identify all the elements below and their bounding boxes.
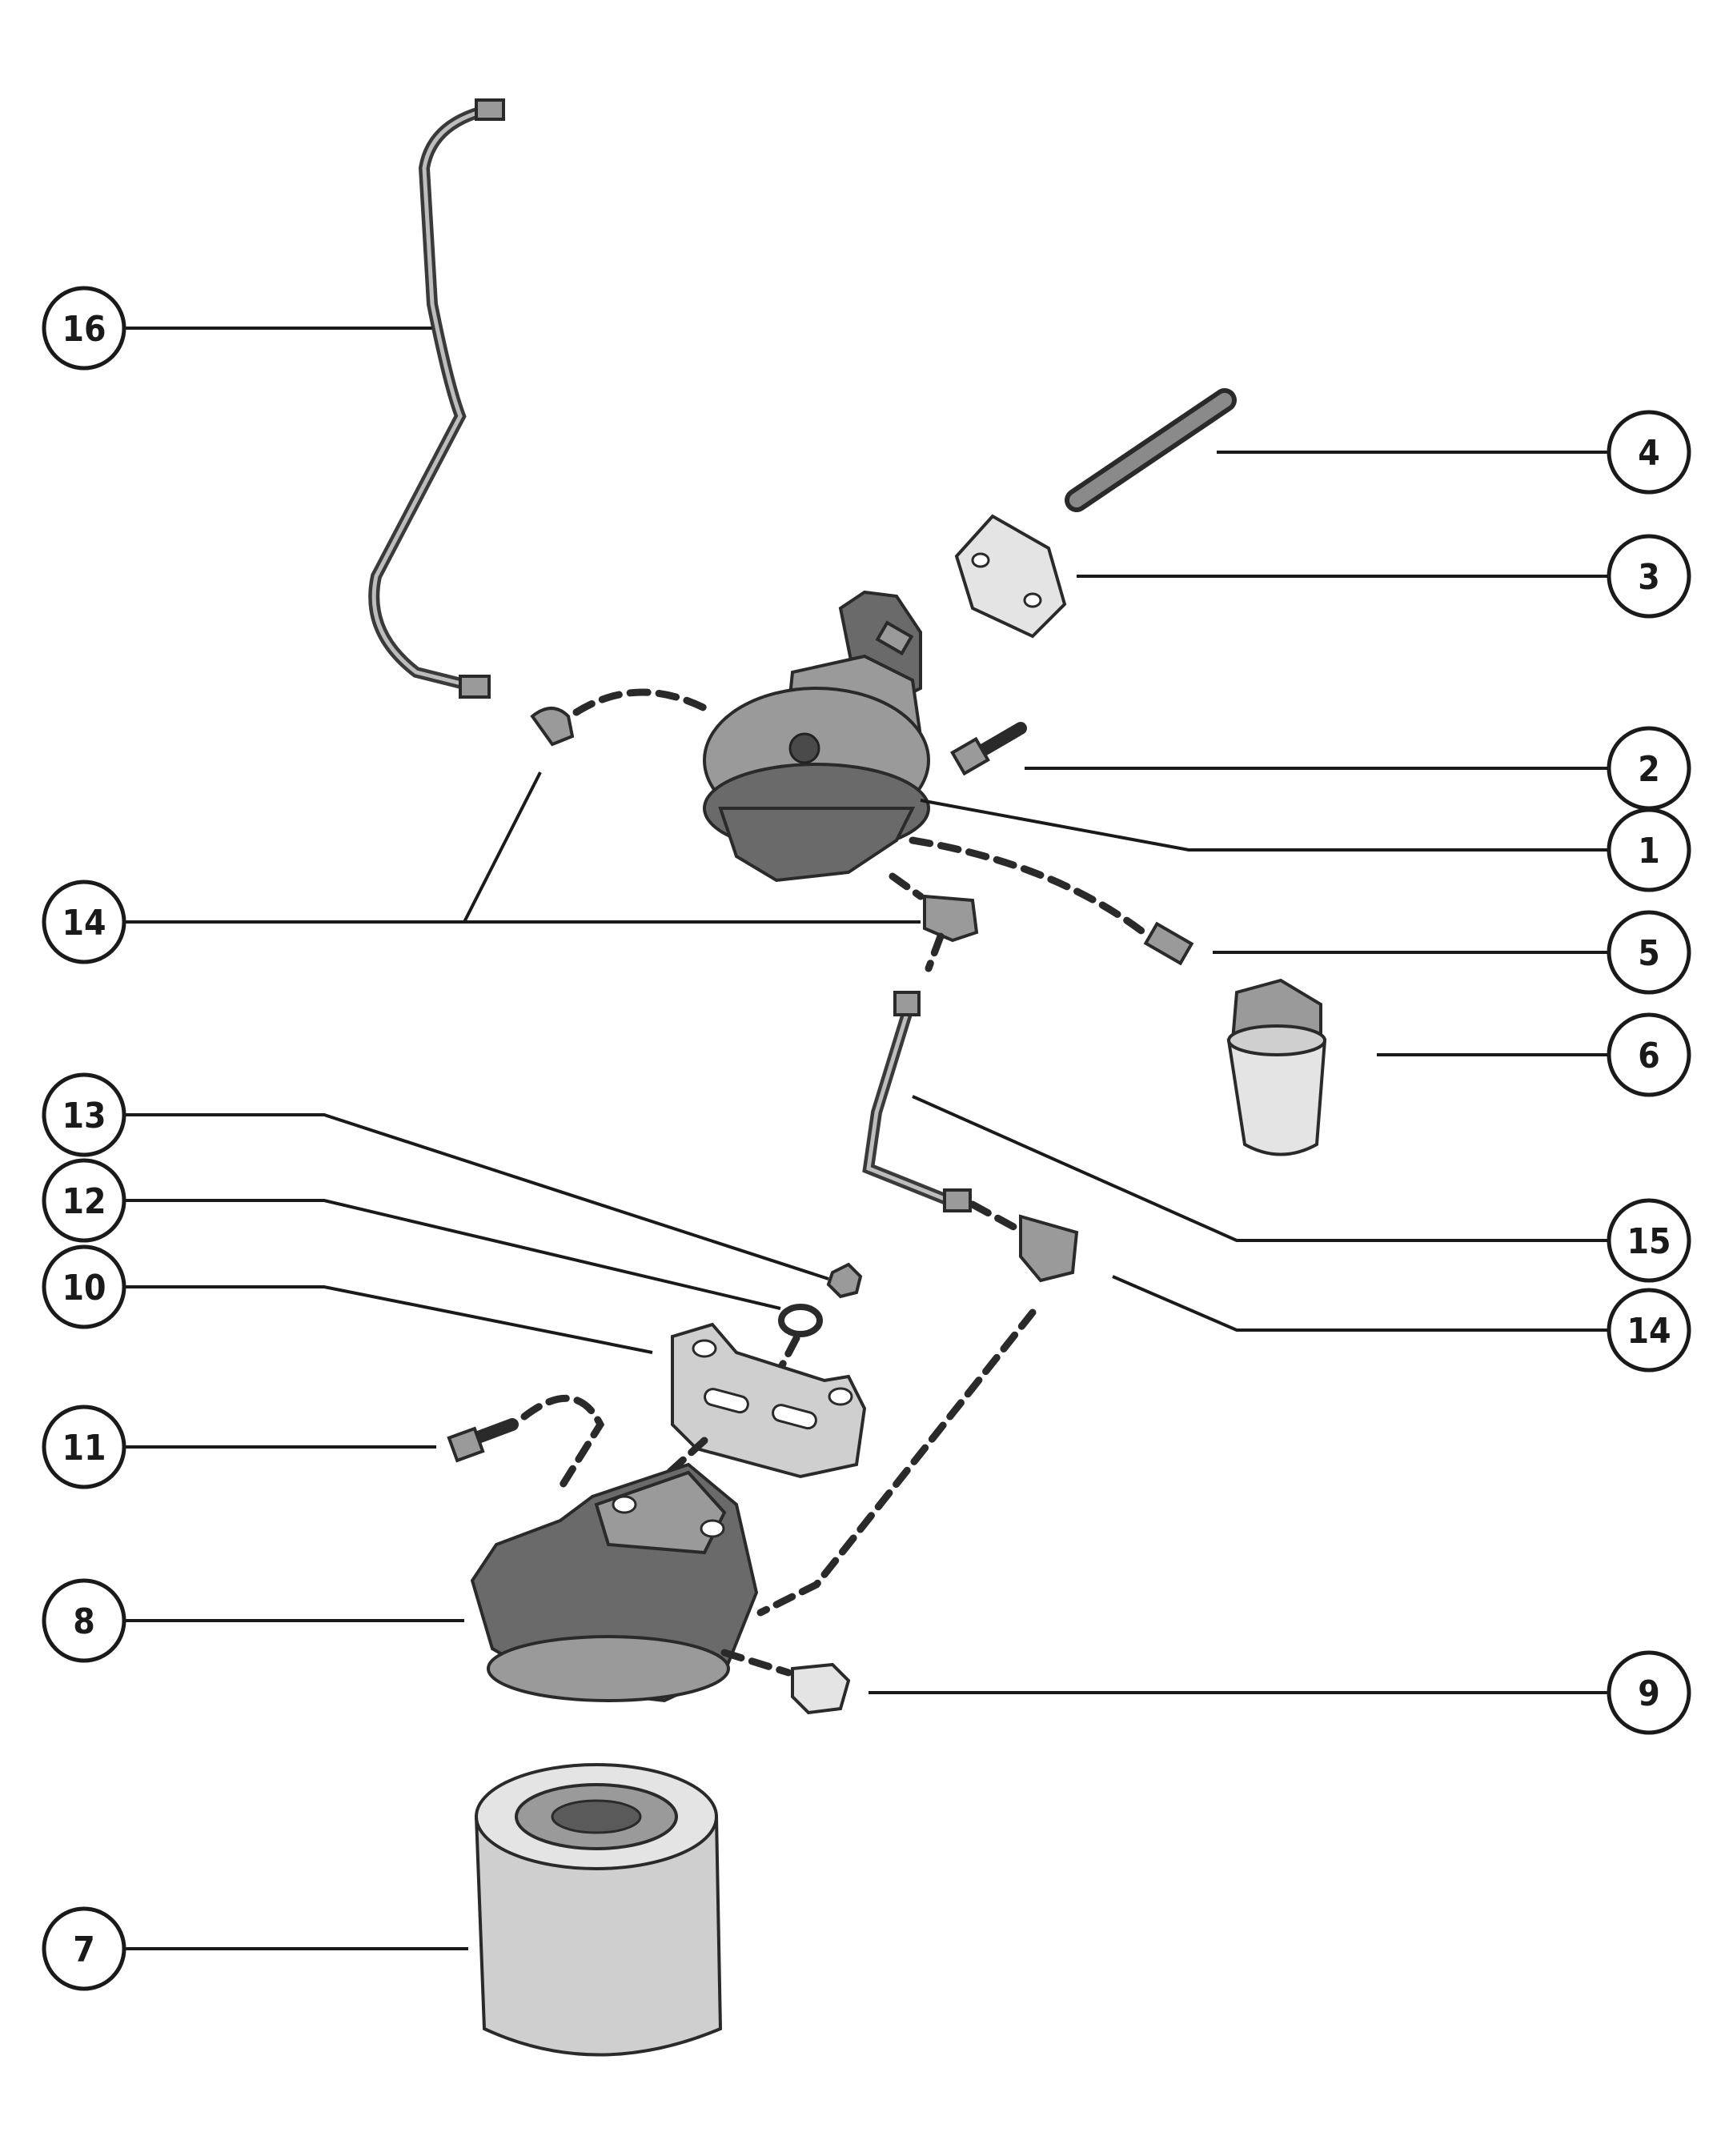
svg-text:12: 12 <box>62 1181 106 1222</box>
part-3-gasket <box>954 514 1067 639</box>
svg-text:1: 1 <box>1638 831 1660 872</box>
callout-8: 8 <box>42 1578 126 1663</box>
part-9-plug <box>791 1662 851 1715</box>
hose-pump-to-fitting-5 <box>909 836 1153 940</box>
leader-lines <box>124 327 1609 1950</box>
part-5-fitting <box>1143 921 1194 966</box>
callout-16: 16 <box>42 286 126 371</box>
callout-14-upper: 14 <box>42 880 126 964</box>
part-13-nut <box>826 1262 863 1299</box>
svg-text:8: 8 <box>73 1601 95 1642</box>
svg-text:10: 10 <box>62 1268 106 1308</box>
callout-12: 12 <box>42 1158 126 1243</box>
part-12-lockwasher <box>776 1304 823 1373</box>
svg-text:4: 4 <box>1638 433 1660 474</box>
callout-2: 2 <box>1607 726 1691 811</box>
callout-6: 6 <box>1607 1012 1691 1097</box>
part-8-filter-head <box>470 1462 759 1703</box>
svg-text:5: 5 <box>1638 933 1660 974</box>
svg-text:13: 13 <box>62 1096 106 1136</box>
svg-text:7: 7 <box>73 1930 95 1970</box>
callout-7: 7 <box>42 1906 126 1991</box>
svg-text:11: 11 <box>62 1428 106 1469</box>
svg-text:16: 16 <box>62 309 106 350</box>
callout-14-lower: 14 <box>1607 1288 1691 1373</box>
part-16-fuel-line <box>368 98 505 699</box>
hose-elbow-to-filter-head <box>756 1308 1037 1617</box>
callout-11: 11 <box>42 1405 126 1489</box>
hose-head-to-plug <box>720 1649 792 1677</box>
callout-13: 13 <box>42 1072 126 1157</box>
callout-15: 15 <box>1607 1198 1691 1283</box>
svg-text:9: 9 <box>1638 1673 1660 1714</box>
svg-text:15: 15 <box>1627 1221 1671 1262</box>
part-11-screw <box>447 1394 605 1493</box>
part-14-elbow-fitting-upper <box>530 707 575 747</box>
callout-1: 1 <box>1607 807 1691 892</box>
part-2-screw <box>950 722 1027 776</box>
part-14-elbow-fitting-center <box>889 872 979 972</box>
part-7-filter-element <box>474 1763 723 2057</box>
part-1-fuel-pump <box>703 590 930 883</box>
hose-elbow-to-pump <box>572 688 716 716</box>
svg-text:14: 14 <box>1627 1311 1671 1352</box>
callout-4: 4 <box>1607 410 1691 495</box>
svg-text:14: 14 <box>62 903 106 944</box>
part-4-pushrod <box>1065 388 1237 512</box>
callout-9: 9 <box>1607 1650 1691 1735</box>
part-14-elbow-fitting-lower <box>969 1200 1079 1283</box>
part-6-filter-bowl <box>1226 978 1327 1156</box>
callout-3: 3 <box>1607 534 1691 619</box>
callout-5: 5 <box>1607 910 1691 995</box>
part-10-bracket <box>671 1322 867 1479</box>
svg-text:2: 2 <box>1638 749 1660 790</box>
part-15-fuel-tube <box>862 991 972 1212</box>
callout-10: 10 <box>42 1244 126 1329</box>
svg-text:3: 3 <box>1638 557 1660 598</box>
svg-text:6: 6 <box>1638 1036 1660 1076</box>
